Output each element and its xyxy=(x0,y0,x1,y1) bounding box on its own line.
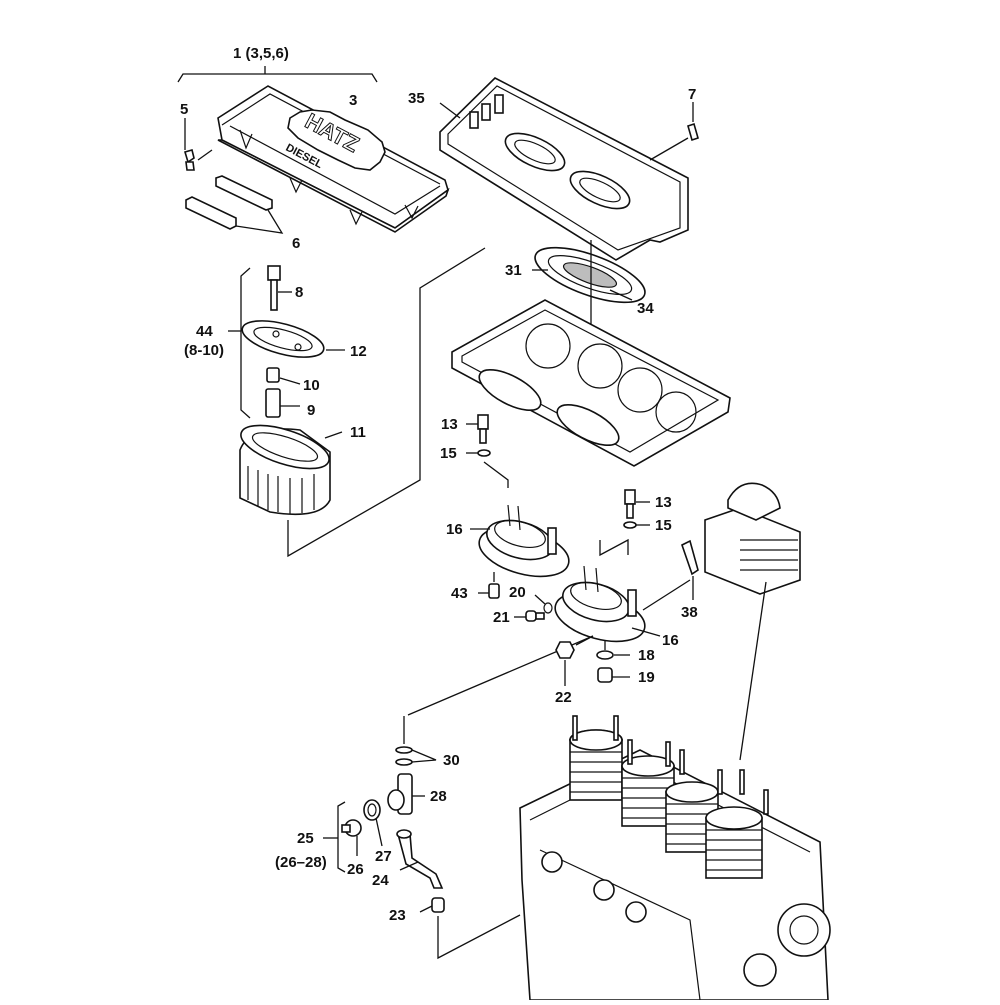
callout-1: 1 (3,5,6) xyxy=(233,45,289,62)
breather-housing-16-left xyxy=(470,504,570,578)
group-25-bracket xyxy=(323,801,346,873)
group-44-bracket xyxy=(228,267,251,419)
sleeve-9 xyxy=(265,388,300,418)
clip-5 xyxy=(184,118,213,171)
callout-27: 27 xyxy=(375,848,392,865)
washer-18 xyxy=(596,640,630,660)
callout-13-left: 13 xyxy=(441,416,458,433)
plate-12 xyxy=(241,320,345,358)
foam-strips-6 xyxy=(185,175,284,234)
callout-6: 6 xyxy=(292,235,301,252)
callout-28: 28 xyxy=(430,788,447,805)
stud-13-right xyxy=(599,489,650,557)
callout-5: 5 xyxy=(180,101,189,118)
bolt-8 xyxy=(267,265,292,311)
plug-43 xyxy=(478,572,500,599)
callout-7: 7 xyxy=(688,86,697,103)
callout-22: 22 xyxy=(555,689,572,706)
sleeve-10 xyxy=(266,367,301,385)
engine-block xyxy=(519,715,831,1001)
rocker-cover-35 xyxy=(439,77,689,261)
callout-44: 44 xyxy=(196,323,213,340)
filter-element-11 xyxy=(239,247,486,558)
nut-22 xyxy=(555,635,594,686)
callout-15-left: 15 xyxy=(440,445,457,462)
callout-30: 30 xyxy=(443,752,460,769)
studs xyxy=(572,715,769,815)
callout-9: 9 xyxy=(307,402,316,419)
fitting-26 xyxy=(341,819,362,856)
breather-housing-16-right xyxy=(407,565,661,716)
callout-8: 8 xyxy=(295,284,304,301)
callout-20: 20 xyxy=(509,584,526,601)
o-rings-30 xyxy=(395,716,437,766)
callout-26: 26 xyxy=(347,861,364,878)
plug-23 xyxy=(419,897,521,960)
callout-11: 11 xyxy=(350,424,366,441)
callout-19: 19 xyxy=(638,669,655,686)
stud-13-left xyxy=(466,414,509,488)
callout-12: 12 xyxy=(350,343,367,360)
air-filter-cover: HATZ DIESEL xyxy=(217,85,450,233)
callout-13-right: 13 xyxy=(655,494,672,511)
callout-25-sub: (26–28) xyxy=(275,854,327,871)
callout-16-right: 16 xyxy=(662,632,679,649)
callout-25: 25 xyxy=(297,830,314,847)
screw-21 xyxy=(514,610,545,622)
callout-16-left: 16 xyxy=(446,521,463,538)
callout-21: 21 xyxy=(493,609,510,626)
callout-43: 43 xyxy=(451,585,468,602)
cylinder-head xyxy=(704,482,801,761)
gasket-38 xyxy=(642,539,699,611)
callout-34: 34 xyxy=(637,300,654,317)
callout-24: 24 xyxy=(372,872,389,889)
clip-7 xyxy=(649,102,699,161)
callout-31: 31 xyxy=(505,262,522,279)
group-1-bracket xyxy=(177,66,378,83)
callout-18: 18 xyxy=(638,647,655,664)
callout-44-sub: (8-10) xyxy=(184,342,225,359)
callout-10: 10 xyxy=(303,377,320,394)
tee-fitting-28 xyxy=(387,773,425,815)
cylinder-head-plate xyxy=(451,299,731,467)
callout-35: 35 xyxy=(408,90,425,107)
hose-24 xyxy=(396,829,444,889)
o-ring-20 xyxy=(534,594,553,614)
nut-27 xyxy=(363,799,383,847)
callout-3: 3 xyxy=(349,92,358,109)
cylinders xyxy=(569,729,763,879)
callout-23: 23 xyxy=(389,907,406,924)
callout-38: 38 xyxy=(681,604,698,621)
plug-19 xyxy=(597,667,630,683)
callout-15-right: 15 xyxy=(655,517,672,534)
